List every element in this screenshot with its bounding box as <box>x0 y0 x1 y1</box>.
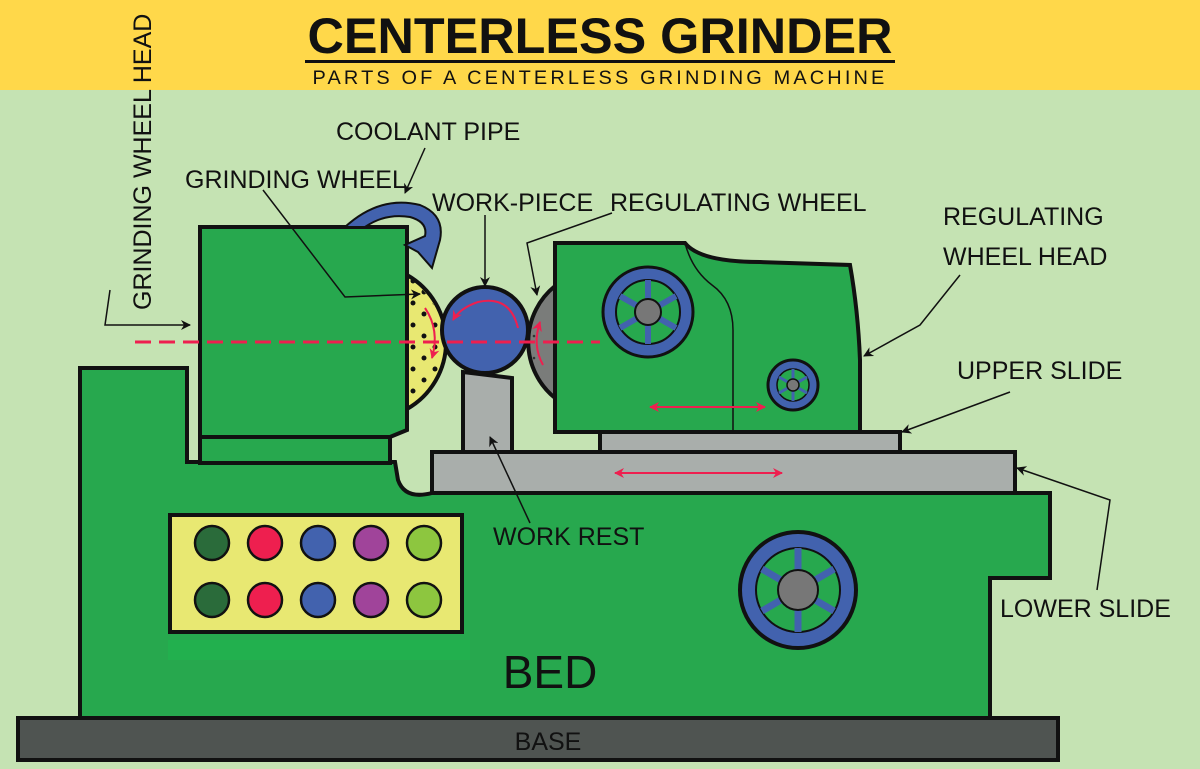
label-work-piece: WORK-PIECE <box>432 189 593 217</box>
panel-button <box>352 524 390 562</box>
panel-button <box>193 524 231 562</box>
base-label: BASE <box>515 728 582 756</box>
work-rest <box>461 369 514 454</box>
label-grinding-wheel: GRINDING WHEEL <box>185 166 406 194</box>
bed-handwheel <box>738 530 858 650</box>
coolant-pipe <box>342 201 442 271</box>
regulating-wheel-head <box>553 241 862 434</box>
panel-button <box>299 524 337 562</box>
rotation-arrow-workpiece <box>452 299 519 329</box>
grinding-wheel-head <box>198 225 409 465</box>
base: BASE <box>16 716 1060 762</box>
label-lower-slide: LOWER SLIDE <box>1000 595 1171 623</box>
label-regulating-wheel-head-1: REGULATING <box>943 203 1104 231</box>
upper-slide <box>598 430 902 454</box>
leader-lines <box>104 147 1111 591</box>
label-coolant-pipe: COOLANT PIPE <box>336 118 520 146</box>
panel-button <box>246 524 284 562</box>
work-piece <box>440 285 530 375</box>
panel-button <box>299 581 337 619</box>
panel-button <box>405 524 443 562</box>
label-regulating-wheel-head-2: WHEEL HEAD <box>943 243 1107 271</box>
label-work-rest: WORK REST <box>493 523 644 551</box>
regulating-wheel <box>526 281 557 403</box>
panel-button <box>246 581 284 619</box>
panel-button <box>193 581 231 619</box>
panel-button <box>352 581 390 619</box>
rotation-arrow-regulating <box>532 321 544 366</box>
label-wheel-head-line2: GRINDING WHEEL HEAD <box>129 14 157 310</box>
label-upper-slide: UPPER SLIDE <box>957 357 1122 385</box>
page-title: CENTERLESS GRINDER <box>308 8 893 64</box>
title-underline <box>305 60 895 63</box>
bed-label: BED <box>503 646 598 698</box>
panel-button <box>405 581 443 619</box>
control-panel <box>168 513 470 660</box>
header-banner: CENTERLESS GRINDER PARTS OF A CENTERLESS… <box>0 0 1200 90</box>
rotation-arrow-grinding <box>424 307 440 359</box>
label-regulating-wheel: REGULATING WHEEL <box>610 189 867 217</box>
page-subtitle: PARTS OF A CENTERLESS GRINDING MACHINE <box>313 68 888 89</box>
